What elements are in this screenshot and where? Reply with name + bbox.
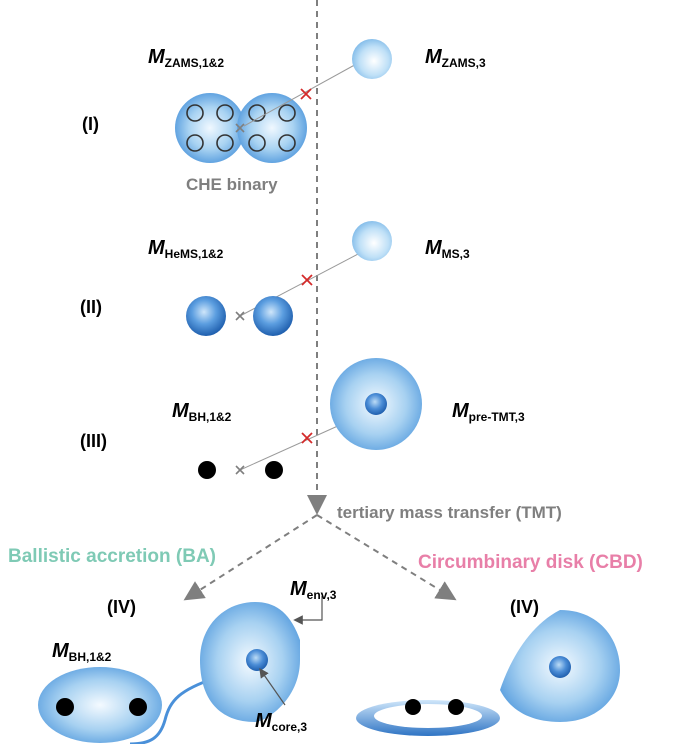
- tmt-caption: tertiary mass transfer (TMT): [337, 503, 562, 522]
- cbd-disk: [356, 699, 500, 736]
- label-m-zams-3: MZAMS,3: [425, 46, 486, 70]
- label-m-zams-12: MZAMS,1&2: [148, 46, 225, 70]
- center-cross-3: [235, 465, 245, 475]
- label-m-env-3: Menv,3: [290, 578, 337, 602]
- arrow-to-cbd: [316, 514, 457, 601]
- tertiary-star-ms: [352, 221, 392, 261]
- label-m-bh-12: MBH,1&2: [172, 400, 232, 424]
- cbd-donor-core: [549, 656, 571, 678]
- che-binary-caption: CHE binary: [186, 175, 278, 194]
- label-m-bh-12-ba: MBH,1&2: [52, 640, 112, 664]
- red-cross-1: [300, 88, 312, 100]
- center-cross-2: [235, 311, 245, 321]
- red-cross-2: [301, 274, 313, 286]
- ba-stream: [129, 676, 216, 744]
- ba-donor-core: [246, 649, 268, 671]
- red-cross-3: [301, 432, 313, 444]
- env-pointer: [293, 596, 323, 625]
- core-pointer: [259, 668, 286, 706]
- stage-label-4-ba: (IV): [107, 597, 136, 617]
- label-m-hems-12: MHeMS,1&2: [148, 237, 224, 261]
- arrow-to-ba: [183, 514, 318, 601]
- stage-label-4-cbd: (IV): [510, 597, 539, 617]
- ba-bh-envelope: [38, 667, 162, 743]
- tertiary-star-zams: [352, 39, 392, 79]
- stage-label-2: (II): [80, 297, 102, 317]
- stage-label-3: (III): [80, 431, 107, 451]
- label-m-ms-3: MMS,3: [425, 237, 470, 261]
- tertiary-giant-core: [365, 393, 387, 415]
- helium-star-1: [186, 296, 226, 336]
- black-hole-1: [198, 461, 216, 479]
- che-binary-stars: [175, 93, 307, 163]
- orbit-line-1: [243, 61, 361, 127]
- center-cross-1: [235, 123, 245, 133]
- ba-title: Ballistic accretion (BA): [8, 546, 216, 567]
- cbd-title: Circumbinary disk (CBD): [418, 552, 643, 573]
- label-m-core-3: Mcore,3: [255, 710, 308, 734]
- orbit-line-3: [239, 424, 341, 471]
- helium-star-2: [253, 296, 293, 336]
- label-m-pretmt-3: Mpre-TMT,3: [452, 400, 525, 424]
- black-hole-2: [265, 461, 283, 479]
- stage-label-1: (I): [82, 114, 99, 134]
